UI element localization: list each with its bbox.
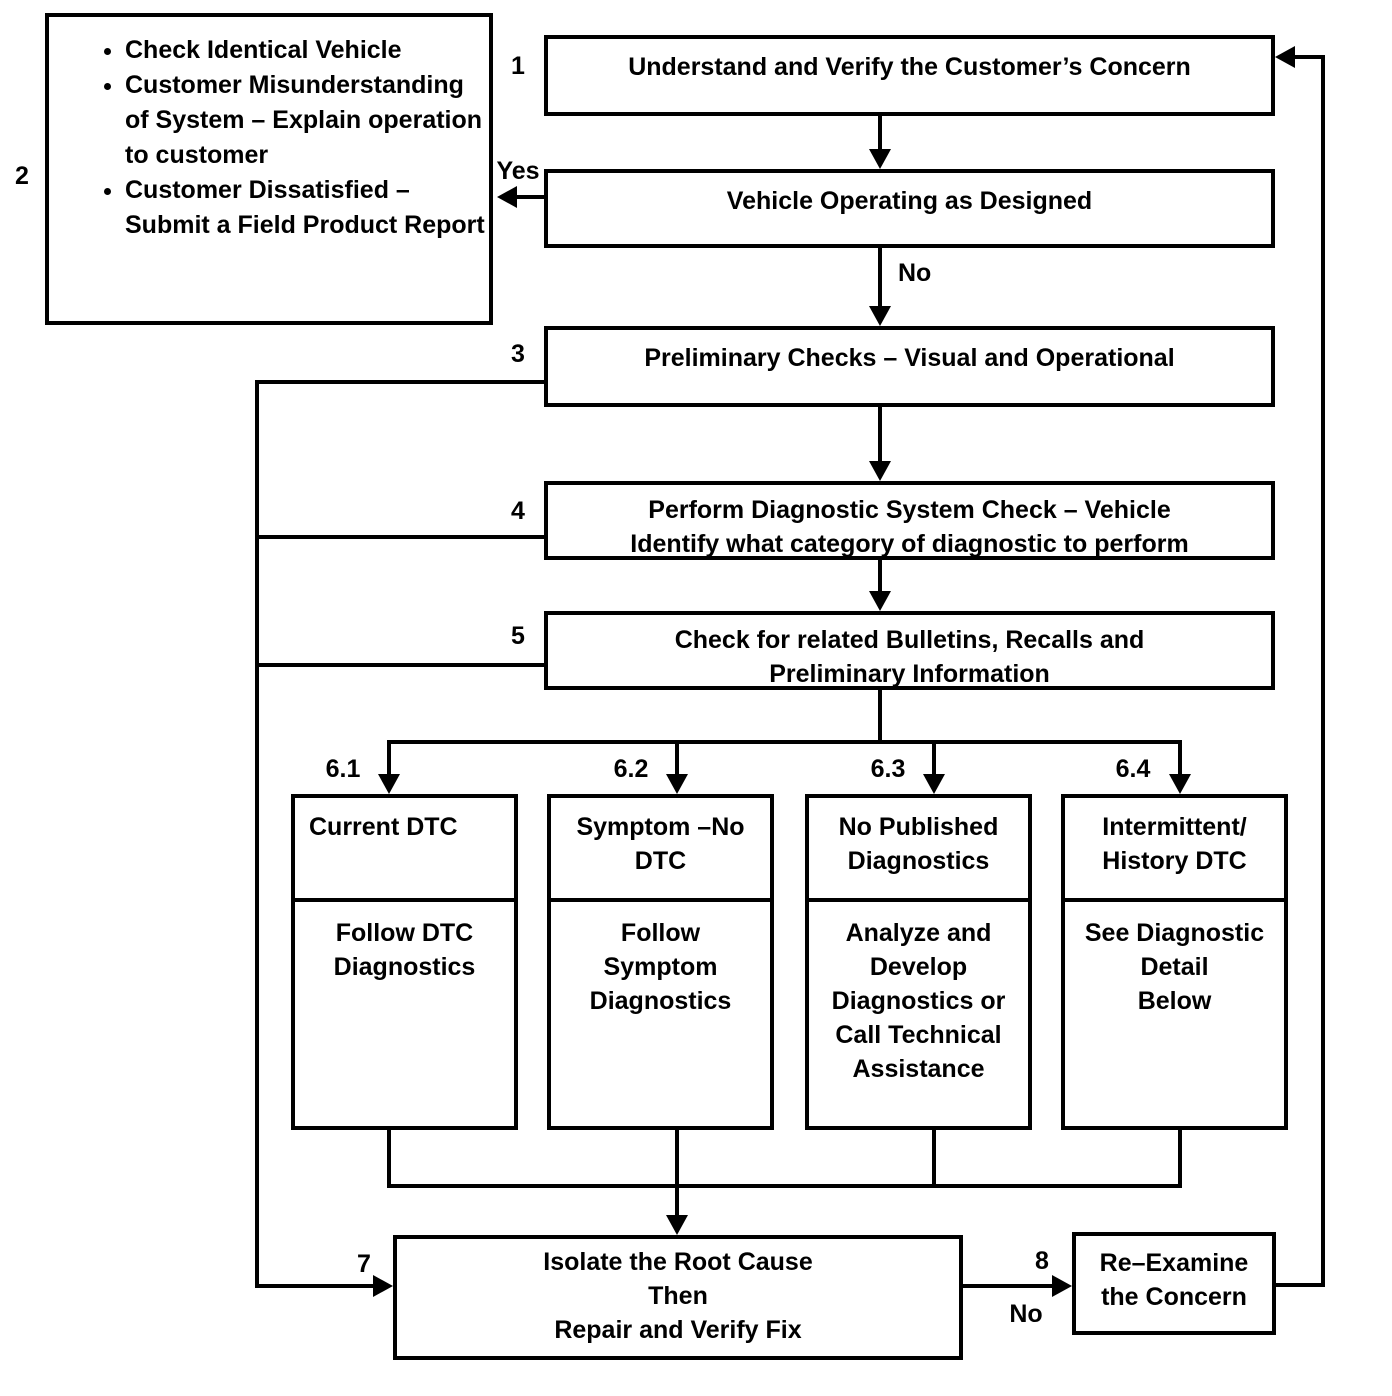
- left-rail-vertical: [255, 380, 259, 1288]
- step-4-diagnostic-system-check-box: Perform Diagnostic System Check – Vehicl…: [544, 481, 1275, 560]
- connector-step3-to-step4: [878, 407, 882, 463]
- step-1-understand-concern-box: Understand and Verify the Customer’s Con…: [544, 35, 1275, 116]
- arrowhead-into-6-3: [923, 774, 945, 794]
- step-1-label: Understand and Verify the Customer’s Con…: [628, 53, 1191, 81]
- merge-bar-bottom: [387, 1184, 1182, 1188]
- step-6-3-divider: [805, 898, 1032, 902]
- step-6-1-header: Current DTC: [309, 813, 458, 841]
- step-6-2-divider: [547, 898, 774, 902]
- step-5-check-bulletins-box: Check for related Bulletins, Recalls and…: [544, 611, 1275, 690]
- edge-yes-label: Yes: [496, 157, 540, 185]
- arrowhead-into-vod: [869, 149, 891, 169]
- step-3-preliminary-checks-box: Preliminary Checks – Visual and Operatio…: [544, 326, 1275, 407]
- vehicle-operating-as-designed-box: Vehicle Operating as Designed: [544, 169, 1275, 248]
- arrowhead-into-step1: [1275, 46, 1295, 68]
- step-6-4-number: 6.4: [1115, 755, 1151, 783]
- rail-stub-step5: [257, 663, 544, 667]
- step-3-label: Preliminary Checks – Visual and Operatio…: [644, 344, 1175, 372]
- merge-drop-6-1: [387, 1130, 391, 1188]
- edge-no-label-repair: No: [1009, 1300, 1043, 1328]
- merge-drop-6-3: [932, 1130, 936, 1188]
- merge-drop-6-2: [675, 1130, 679, 1188]
- rail-stub-step4: [257, 535, 544, 539]
- step-2-bullet-list: Check Identical VehicleCustomer Misunder…: [49, 33, 489, 243]
- step-2-number: 2: [15, 162, 29, 190]
- branch-bar-top: [387, 740, 1182, 744]
- merge-drop-6-4: [1178, 1130, 1182, 1188]
- step-3-number: 3: [511, 340, 525, 368]
- step-6-3-number: 6.3: [870, 755, 906, 783]
- vod-label: Vehicle Operating as Designed: [726, 187, 1093, 215]
- feedback-stub-step8: [1276, 1283, 1325, 1287]
- connector-step7-to-step8: [963, 1284, 1054, 1288]
- connector-step5-to-branch-bar: [878, 690, 882, 744]
- step-6-2-number: 6.2: [613, 755, 649, 783]
- arrowhead-into-step7-top: [666, 1215, 688, 1235]
- step-6-1-number: 6.1: [325, 755, 361, 783]
- connector-yes-to-step2: [513, 195, 544, 199]
- arrowhead-into-6-1: [378, 774, 400, 794]
- step-2-customer-actions-box: Check Identical VehicleCustomer Misunder…: [45, 13, 493, 325]
- arrowhead-into-step2: [497, 186, 517, 208]
- step-4-number: 4: [511, 497, 525, 525]
- rail-stub-step3: [257, 380, 544, 384]
- step-6-4-header: Intermittent/History DTC: [1102, 813, 1247, 875]
- step-6-4-divider: [1061, 898, 1288, 902]
- arrowhead-into-step3: [869, 306, 891, 326]
- step-1-number: 1: [511, 52, 525, 80]
- branch-drop-6-1: [387, 740, 391, 776]
- connector-merge-to-step7: [675, 1184, 679, 1217]
- connector-step1-to-vod: [878, 116, 882, 152]
- step-8-number: 8: [1035, 1247, 1049, 1275]
- step-6-1-divider: [291, 898, 518, 902]
- step-5-number: 5: [511, 622, 525, 650]
- arrowhead-into-6-2: [666, 774, 688, 794]
- connector-step4-to-step5: [878, 560, 882, 593]
- step-7-number: 7: [357, 1250, 371, 1278]
- branch-drop-6-2: [675, 740, 679, 776]
- feedback-stub-top: [1295, 55, 1325, 59]
- branch-drop-6-3: [932, 740, 936, 776]
- connector-vod-to-step3: [878, 248, 882, 308]
- left-rail-to-step7: [255, 1284, 375, 1288]
- arrowhead-into-step7-left: [373, 1275, 393, 1297]
- arrowhead-into-step4: [869, 461, 891, 481]
- arrowhead-into-step5: [869, 591, 891, 611]
- arrowhead-into-step8: [1052, 1275, 1072, 1297]
- feedback-rail-vertical: [1321, 55, 1325, 1287]
- edge-no-label-vod: No: [898, 259, 932, 287]
- branch-drop-6-4: [1178, 740, 1182, 776]
- arrowhead-into-6-4: [1169, 774, 1191, 794]
